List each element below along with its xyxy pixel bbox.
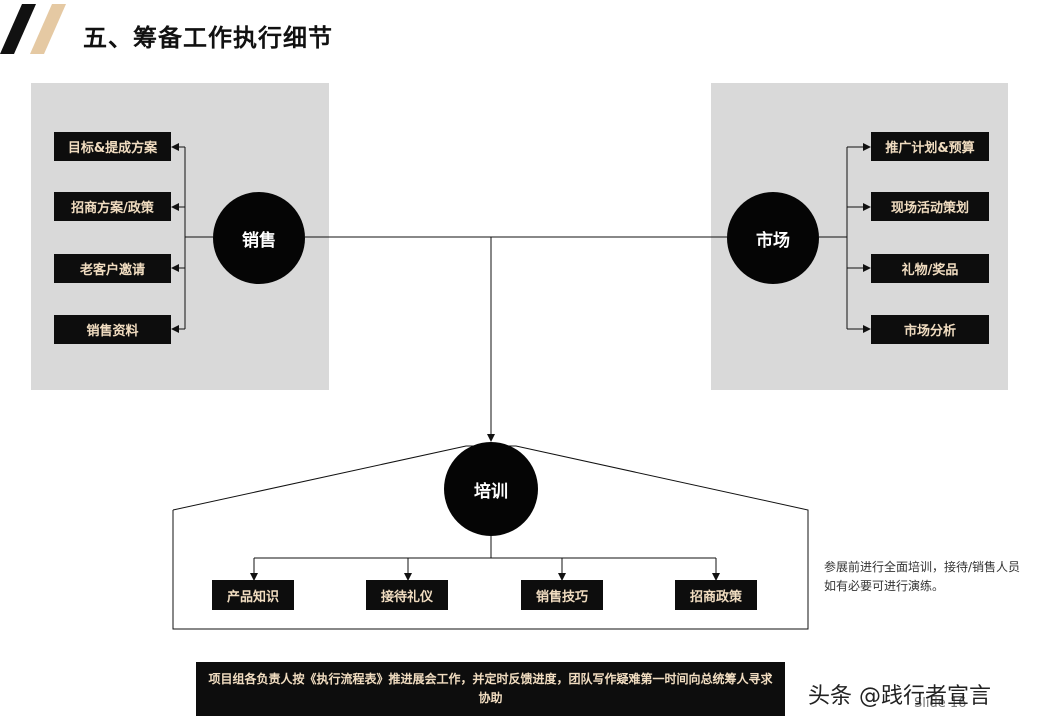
logo-stripes: [0, 4, 66, 54]
slide-label: Slide 16: [914, 696, 967, 711]
sales-item-materials: 销售资料: [54, 315, 171, 344]
bottom-banner-text: 项目组各负责人按《执行流程表》推进展会工作，并定时反馈进度，团队写作疑难第一时间…: [208, 672, 773, 705]
market-item-promotion-budget: 推广计划&预算: [871, 132, 989, 161]
sales-item-old-customer: 老客户邀请: [54, 254, 171, 283]
sales-node: 销售: [213, 192, 305, 284]
watermark: 头条 @践行者宣言: [808, 684, 991, 709]
sales-item-investment-policy: 招商方案/政策: [54, 192, 171, 221]
market-item-gifts: 礼物/奖品: [871, 254, 989, 283]
market-node: 市场: [727, 192, 819, 284]
training-item-investment-policy: 招商政策: [675, 580, 757, 610]
training-item-reception-etiquette: 接待礼仪: [366, 580, 448, 610]
training-note: 参展前进行全面培训，接待/销售人员如有必要可进行演练。: [824, 560, 1021, 593]
market-item-analysis: 市场分析: [871, 315, 989, 344]
training-node: 培训: [444, 442, 538, 536]
sales-item-target-commission: 目标&提成方案: [54, 132, 171, 161]
page-title: 五、筹备工作执行细节: [83, 24, 333, 52]
training-item-product-knowledge: 产品知识: [212, 580, 294, 610]
market-item-event-planning: 现场活动策划: [871, 192, 989, 221]
training-item-sales-skills: 销售技巧: [521, 580, 603, 610]
bottom-banner: 项目组各负责人按《执行流程表》推进展会工作，并定时反馈进度，团队写作疑难第一时间…: [196, 662, 785, 716]
